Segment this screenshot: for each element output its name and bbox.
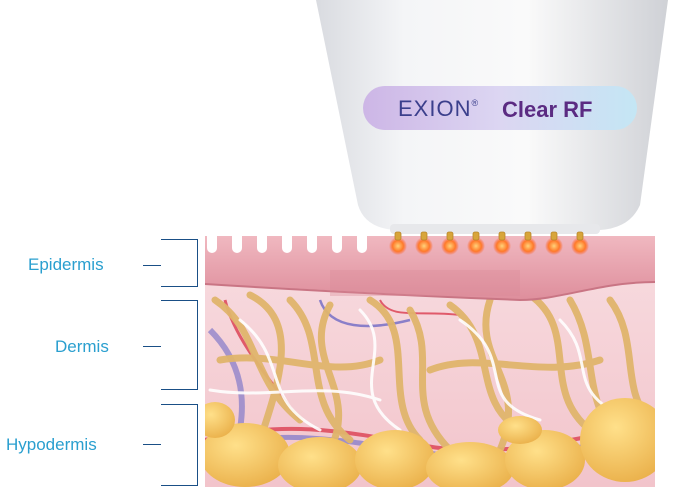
hypodermis-bracket [161,404,198,486]
label-hypodermis: Hypodermis [6,435,97,454]
tissue-block [205,236,655,487]
brand-badge [363,86,637,130]
skin-pores [207,236,367,253]
dermis-bracket [161,300,198,390]
rf-electrodes [389,231,589,255]
rf-handpiece [316,0,668,234]
product-name: Clear RF [502,97,592,122]
dermis-bracket-tick [143,346,161,347]
label-dermis: Dermis [55,337,109,356]
epidermis-bracket-tick [143,265,161,266]
label-epidermis: Epidermis [28,255,104,274]
hypodermis-fat [205,398,655,487]
epidermis-bracket [161,239,198,287]
elastin-fibers [208,308,632,432]
epidermis-layer [205,236,655,300]
brand-name: EXION® [398,96,479,121]
hypodermis-bracket-tick [143,444,161,445]
